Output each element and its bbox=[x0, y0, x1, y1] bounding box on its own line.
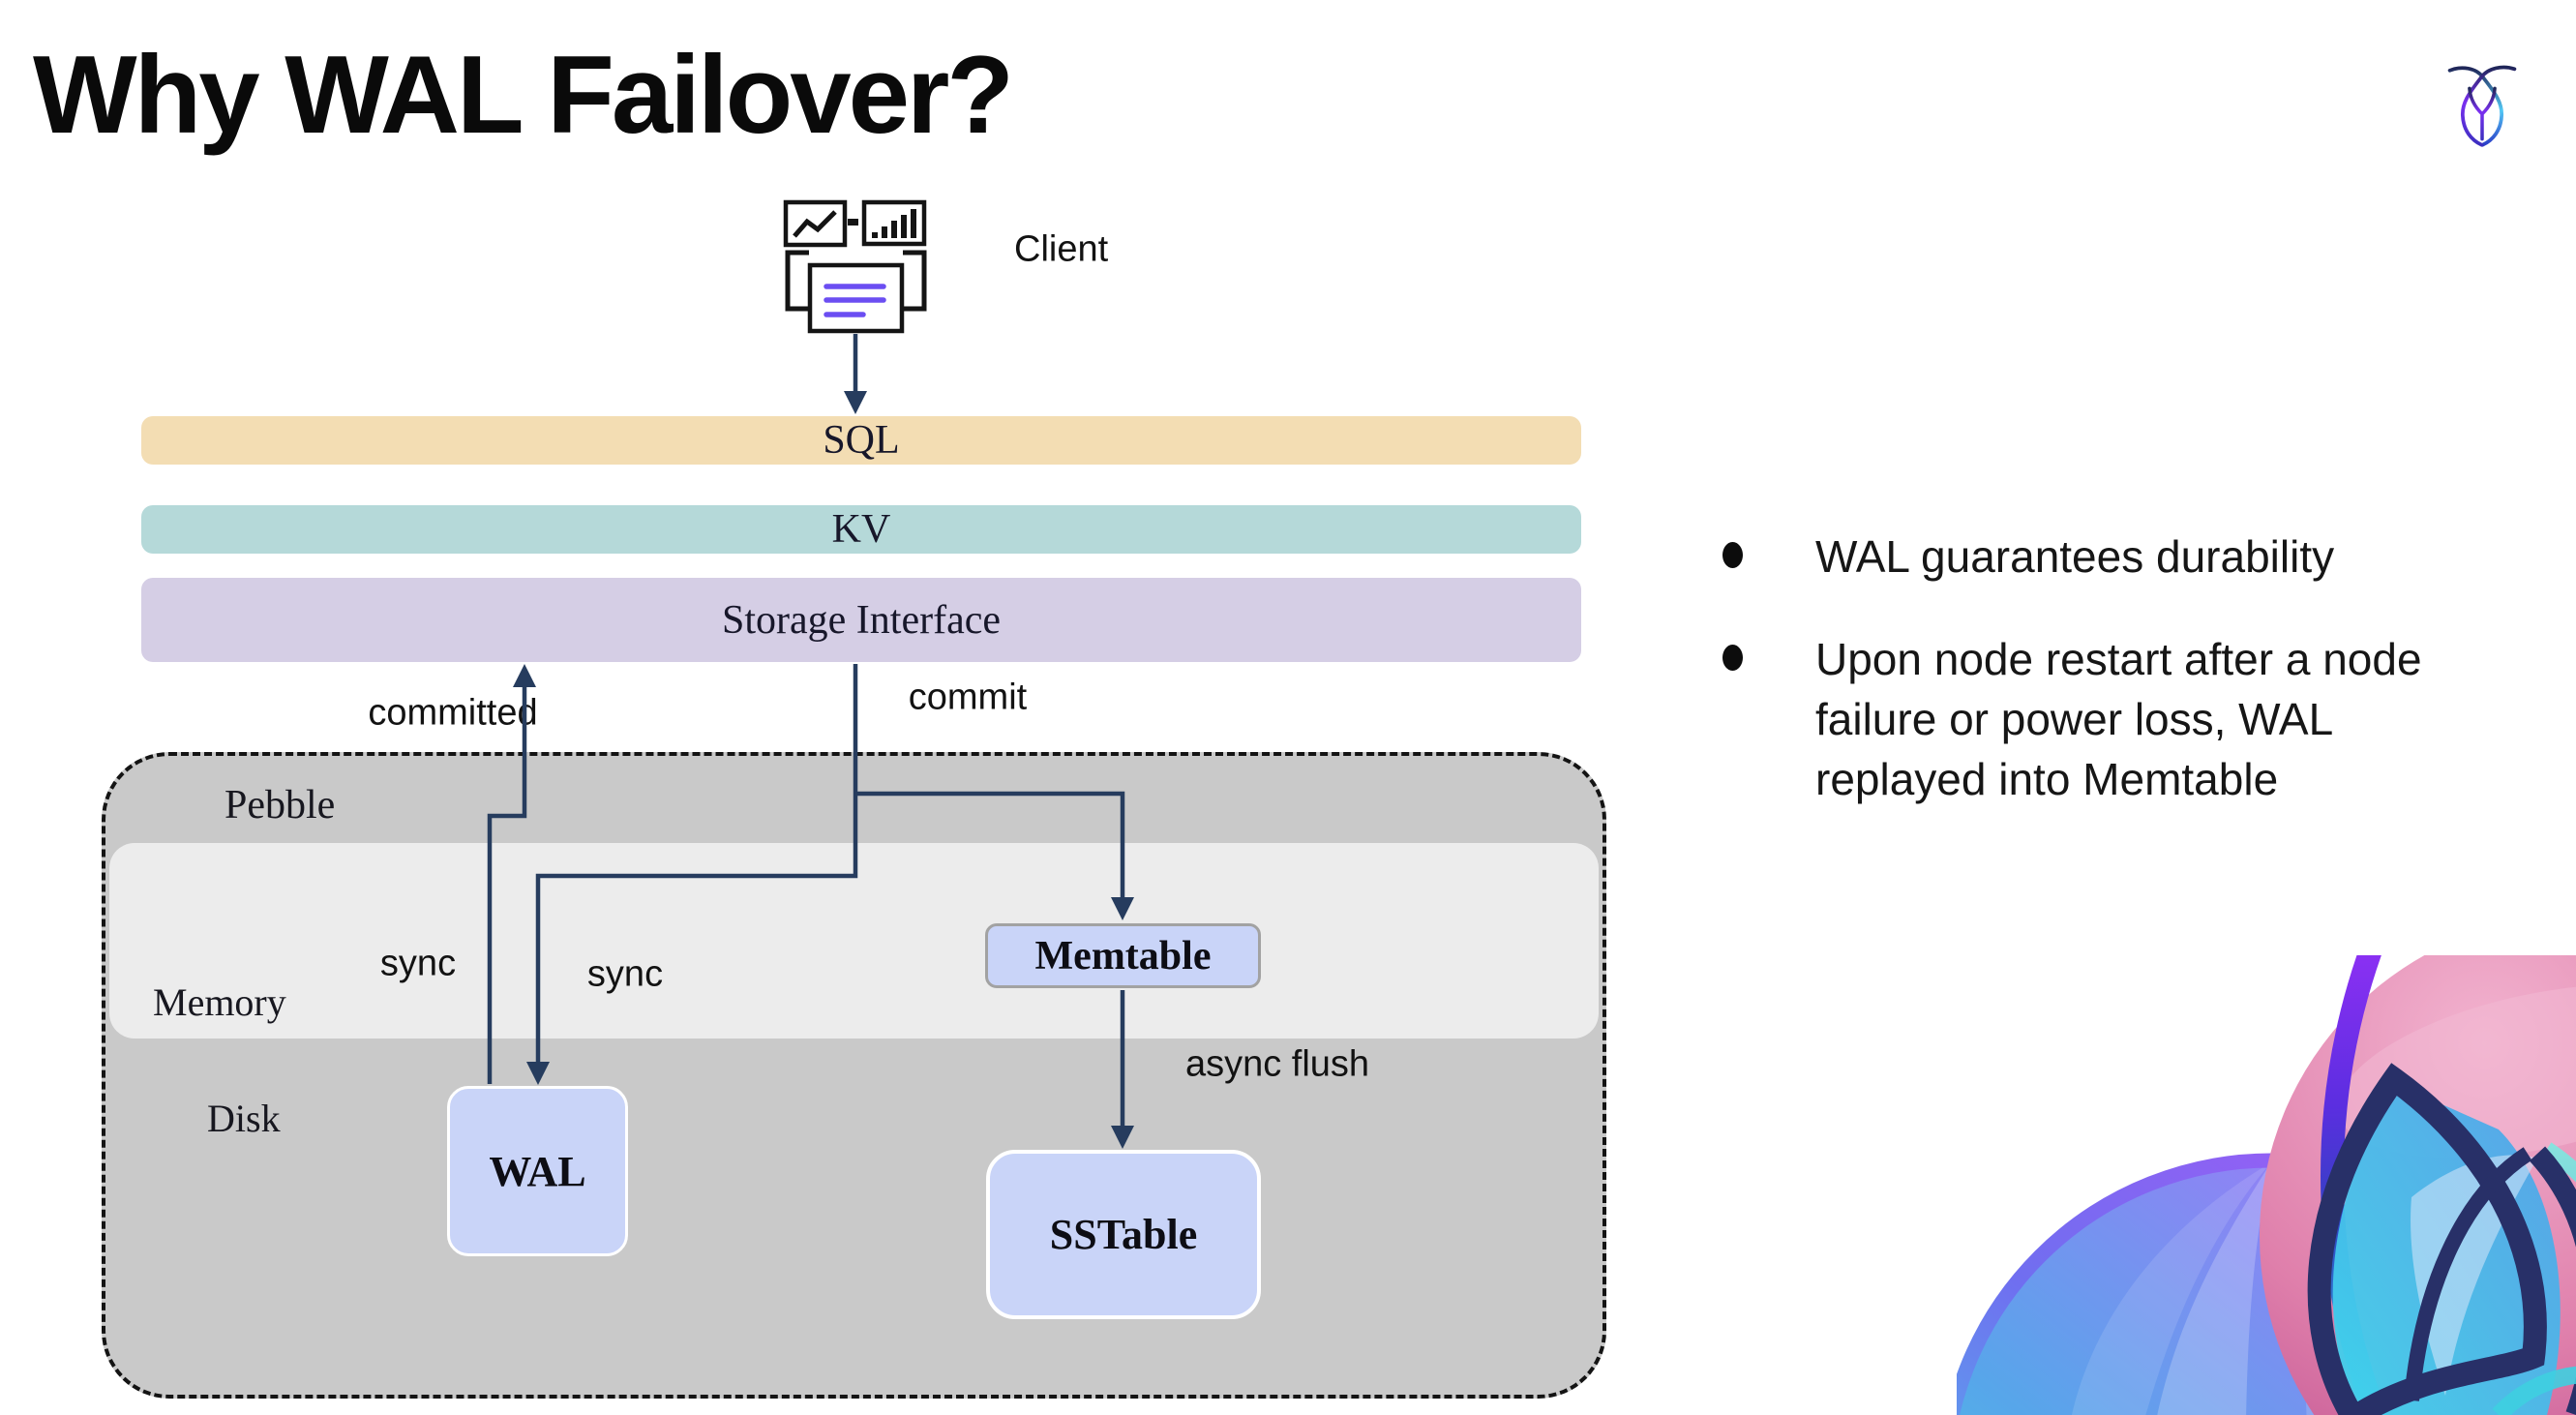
pebble-label: Pebble bbox=[225, 783, 336, 828]
disk-label: Disk bbox=[207, 1097, 281, 1140]
memory-region bbox=[109, 843, 1599, 1039]
sync-right-edge-label: sync bbox=[586, 953, 664, 995]
sstable-box: SSTable bbox=[986, 1150, 1261, 1319]
wal-box: WAL bbox=[447, 1086, 628, 1256]
list-item: Upon node restart after a node failure o… bbox=[1699, 629, 2454, 809]
layer-kv-label: KV bbox=[831, 507, 891, 552]
cockroachdb-logo-icon bbox=[2447, 65, 2517, 147]
wal-label: WAL bbox=[489, 1147, 586, 1195]
memtable-box: Memtable bbox=[985, 923, 1261, 988]
sstable-label: SSTable bbox=[1049, 1211, 1198, 1258]
bullet-list: WAL guarantees durability Upon node rest… bbox=[1699, 527, 2576, 809]
bullet-dot-icon bbox=[1722, 645, 1743, 671]
client-icon bbox=[783, 199, 927, 334]
layer-storage-interface-label: Storage Interface bbox=[722, 597, 1001, 643]
bullet-text: WAL guarantees durability bbox=[1815, 531, 2335, 582]
async-flush-edge-label: async flush bbox=[1184, 1043, 1370, 1085]
list-item: WAL guarantees durability bbox=[1699, 527, 2454, 587]
arrowhead-sql bbox=[844, 391, 867, 414]
brand-decoration bbox=[1957, 955, 2576, 1415]
page-title: Why WAL Failover? bbox=[33, 34, 1014, 157]
layer-kv: KV bbox=[141, 505, 1581, 554]
committed-edge-label: committed bbox=[368, 692, 538, 734]
layer-sql-label: SQL bbox=[823, 418, 900, 463]
layer-storage-interface: Storage Interface bbox=[141, 578, 1581, 662]
sync-left-edge-label: sync bbox=[379, 943, 457, 984]
bullet-dot-icon bbox=[1722, 542, 1743, 568]
commit-edge-label: commit bbox=[908, 677, 1028, 718]
memtable-label: Memtable bbox=[1034, 933, 1212, 978]
memory-label: Memory bbox=[153, 980, 286, 1024]
bullet-text: Upon node restart after a node failure o… bbox=[1815, 634, 2422, 804]
arrowhead-committed-up bbox=[513, 664, 536, 687]
layer-sql: SQL bbox=[141, 416, 1581, 465]
client-label: Client bbox=[1014, 228, 1109, 270]
